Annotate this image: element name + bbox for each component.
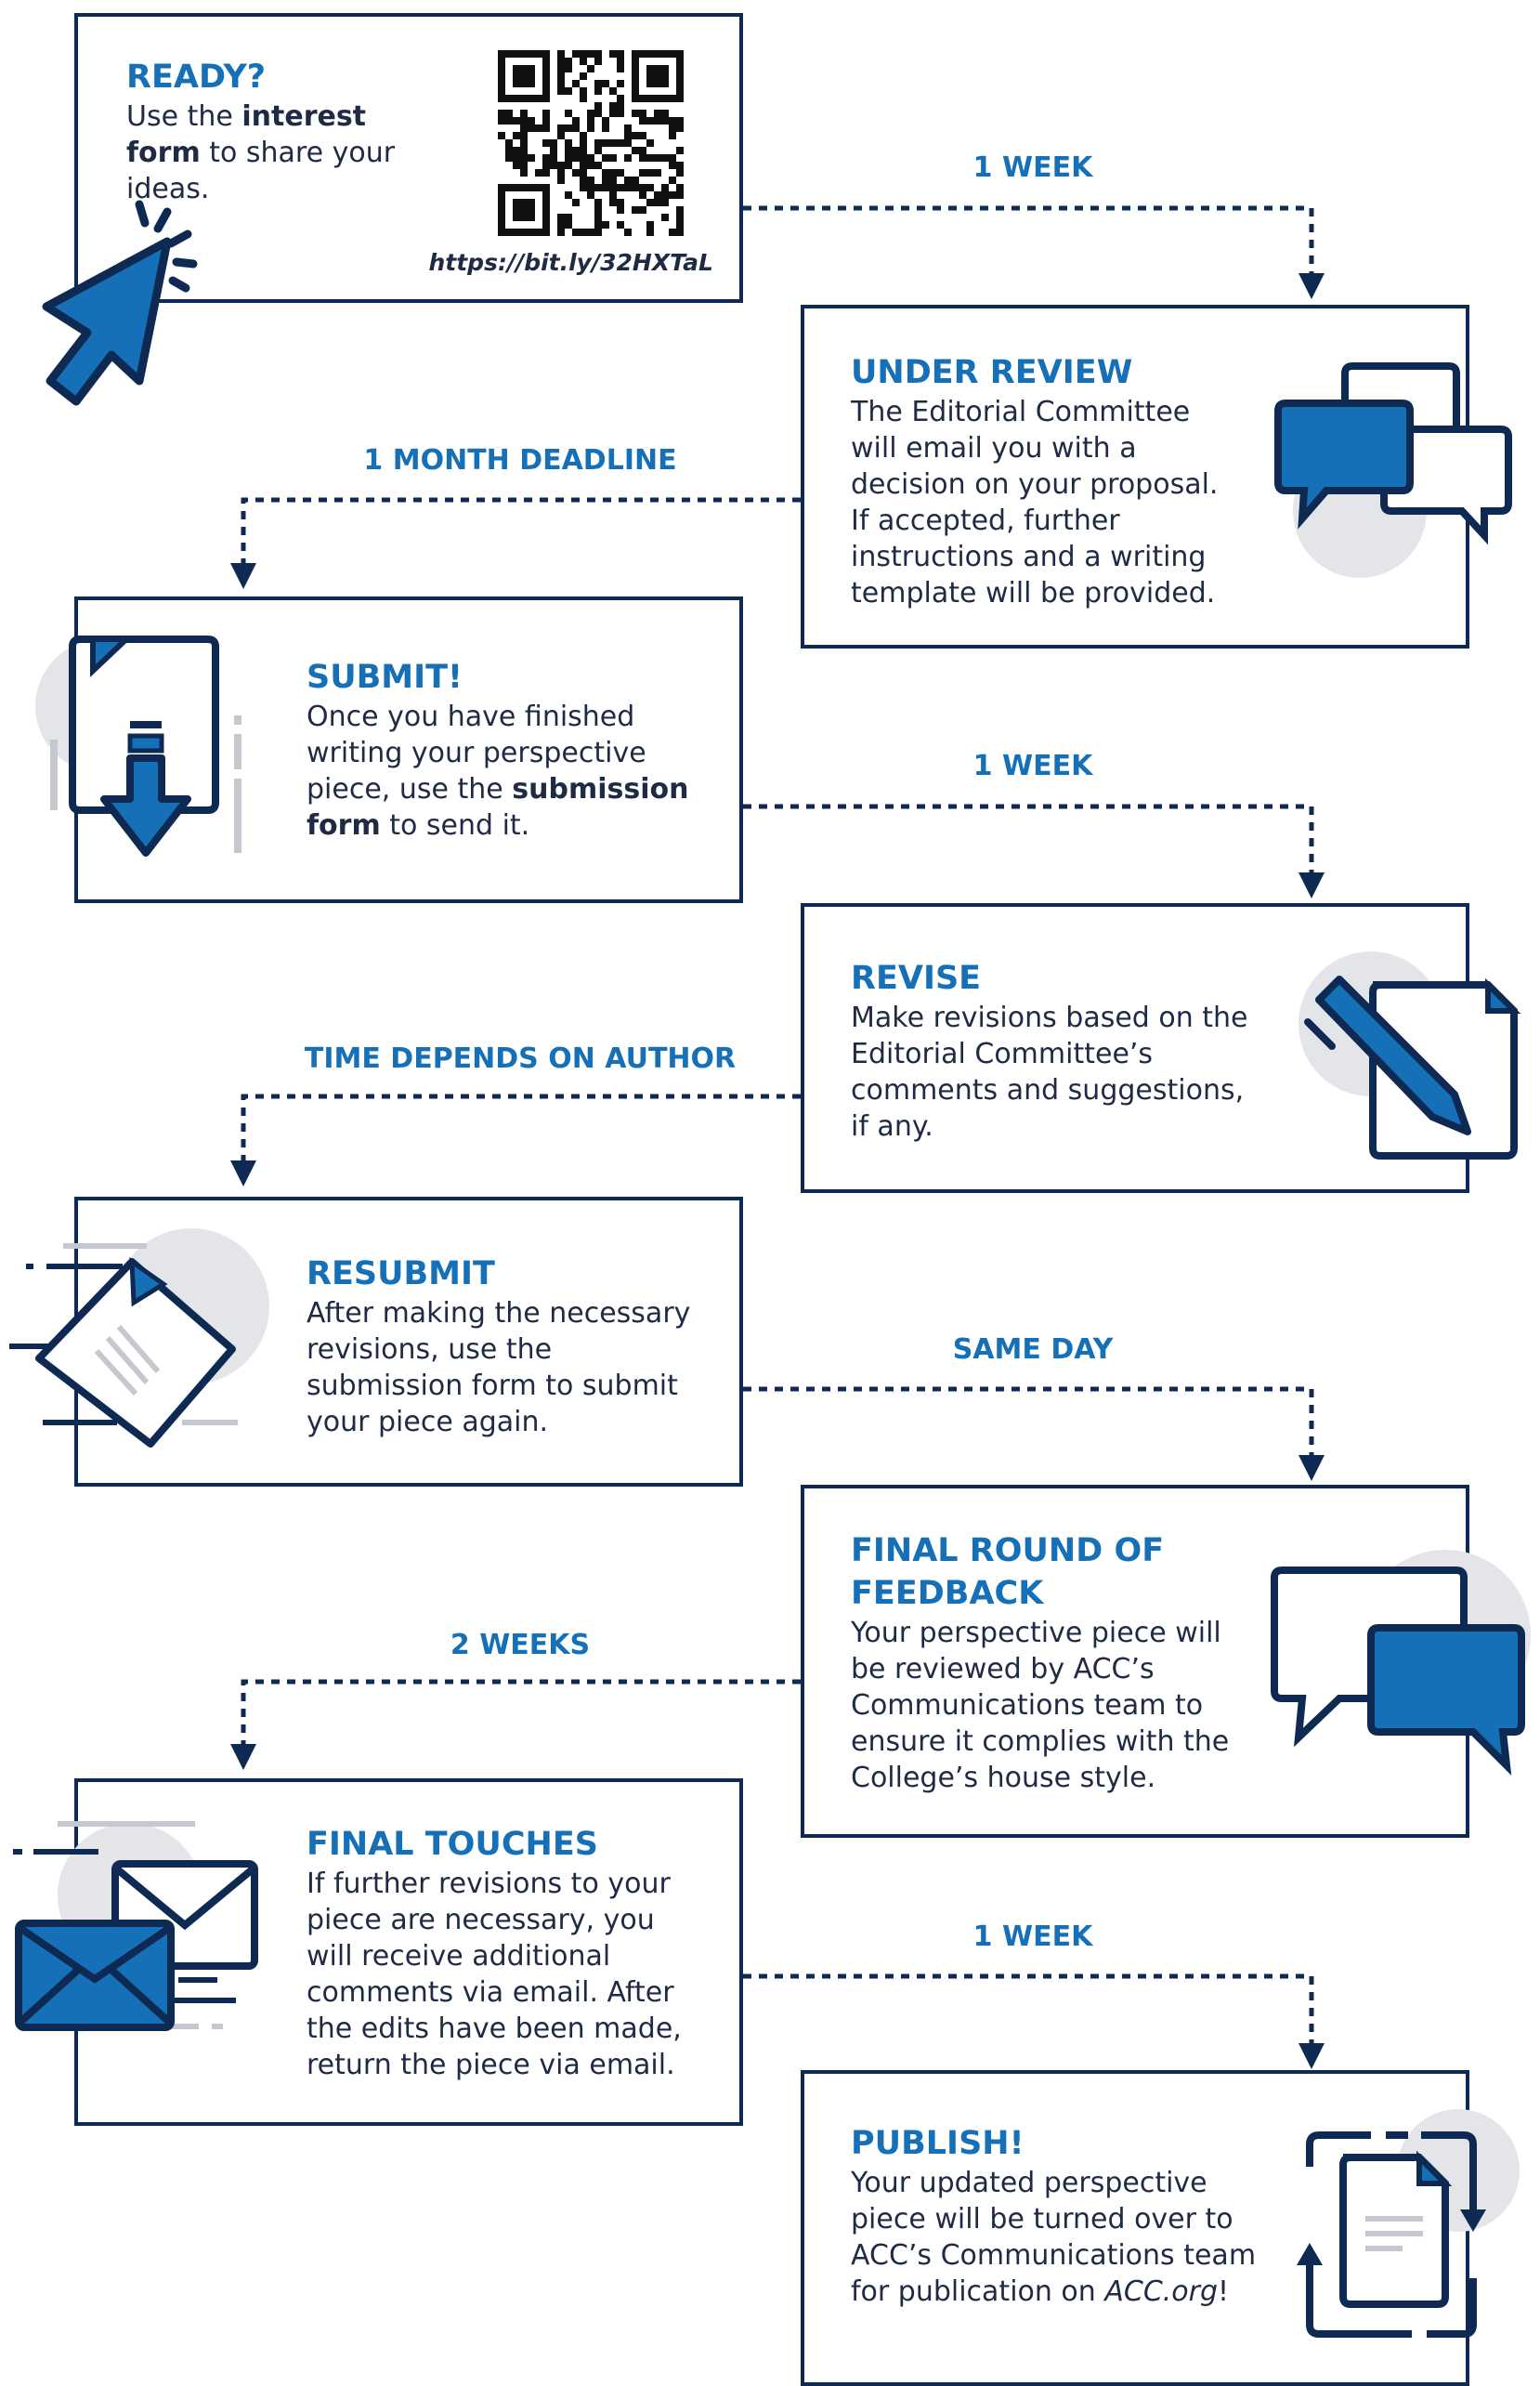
connector-label-5: SAME DAY	[952, 1333, 1114, 1366]
envelopes-icon	[13, 1821, 258, 2031]
step-under-review-card: UNDER REVIEW The Editorial Committee wil…	[801, 305, 1469, 649]
connector-label-3: 1 WEEK	[972, 750, 1093, 782]
document-cycle-icon	[1297, 2109, 1520, 2338]
step-submit-title: SUBMIT!	[307, 659, 463, 696]
connector-label-1: 1 WEEK	[972, 151, 1093, 184]
connector-label-4: TIME DEPENDS ON AUTHOR	[304, 1042, 737, 1075]
step-ready-body: Use the interest form to share your idea…	[126, 100, 396, 205]
step-resubmit-body: After making the necessary revisions, us…	[307, 1297, 691, 1438]
document-pen-icon	[1299, 951, 1521, 1160]
step-final-touches-body: If further revisions to your piece are n…	[307, 1868, 682, 2081]
interest-form-link[interactable]: https://bit.ly/32HXTaL	[428, 249, 713, 276]
document-flying-icon	[9, 1228, 269, 1448]
connector-label-2: 1 MONTH DEADLINE	[363, 444, 677, 477]
step-resubmit-title: RESUBMIT	[307, 1255, 495, 1292]
chat-bubbles-icon	[1274, 362, 1512, 578]
cursor-click-icon	[42, 200, 198, 406]
step-submit-body: Once you have finished writing your pers…	[307, 701, 689, 842]
step-final-touches-title: FINAL TOUCHES	[307, 1826, 598, 1863]
step-final-feedback-title: FINAL ROUND OF FEEDBACK	[851, 1532, 1165, 1612]
document-download-icon	[35, 636, 241, 857]
step-revise-title: REVISE	[851, 960, 982, 997]
step-publish-title: PUBLISH!	[851, 2125, 1024, 2162]
chat-bubbles-icon	[1271, 1550, 1531, 1776]
step-under-review-body: The Editorial Committee will email you w…	[851, 396, 1219, 610]
connector-label-7: 1 WEEK	[972, 1921, 1093, 1953]
connector-label-6: 2 WEEKS	[450, 1629, 591, 1661]
step-ready-title: READY?	[126, 59, 267, 96]
qr-code[interactable]	[498, 50, 684, 236]
step-revise-body: Make revisions based on the Editorial Co…	[851, 1002, 1248, 1143]
step-final-feedback-body: Your perspective piece will be reviewed …	[851, 1617, 1230, 1794]
step-under-review-title: UNDER REVIEW	[851, 354, 1133, 391]
step-ready-card: READY? Use the interest form to share yo…	[74, 13, 743, 303]
step-publish-body: Your updated perspective piece will be t…	[851, 2167, 1257, 2308]
